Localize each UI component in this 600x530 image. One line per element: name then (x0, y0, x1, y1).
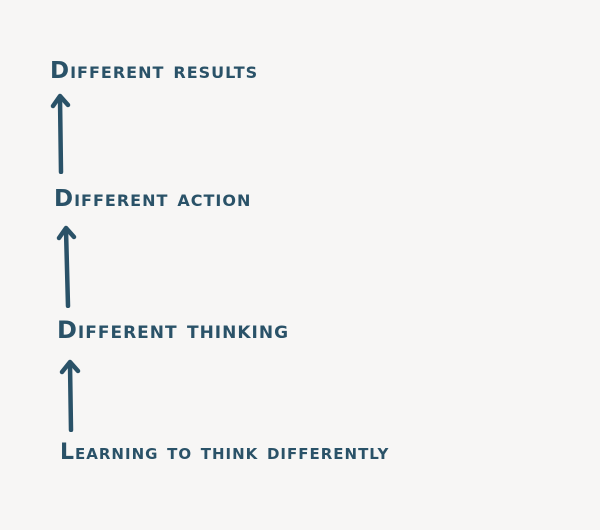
step-learning-to-think-differently: Learning to think differently (60, 440, 390, 465)
arrow-up-icon (56, 225, 77, 308)
step-different-results: Different Results (50, 58, 259, 84)
arrow-up-icon (59, 359, 81, 432)
arrow-up-icon (50, 93, 71, 174)
step-different-action: Different action (54, 186, 252, 212)
step-different-thinking: Different Thinking (57, 316, 290, 344)
